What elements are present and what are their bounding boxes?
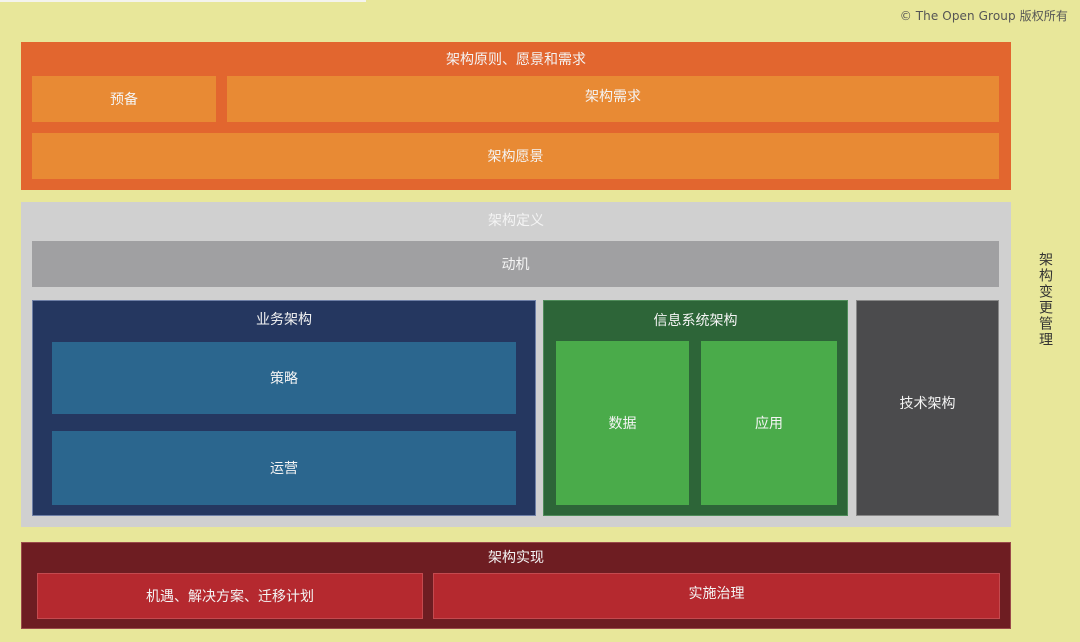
strategy-box[interactable]: 策略 — [52, 342, 516, 414]
section-title-definition: 架构定义 — [488, 213, 544, 229]
information-systems-architecture-box[interactable]: 信息系统架构 数据 应用 — [543, 300, 848, 516]
information-systems-title: 信息系统架构 — [653, 313, 738, 329]
requirements-box[interactable]: 架构需求 — [227, 76, 999, 122]
principles-vision-requirements-section: 架构原则、愿景和需求 预备 架构需求 架构愿景 — [21, 42, 1011, 190]
section-title-realization: 架构实现 — [488, 550, 544, 566]
top-edge-strip — [0, 0, 366, 2]
opportunities-solutions-migration-box[interactable]: 机遇、解决方案、迁移计划 — [37, 573, 423, 619]
vision-box[interactable]: 架构愿景 — [32, 133, 999, 179]
technology-architecture-box[interactable]: 技术架构 — [856, 300, 999, 516]
implementation-governance-box[interactable]: 实施治理 — [433, 573, 1000, 619]
business-architecture-title: 业务架构 — [256, 312, 312, 328]
business-architecture-box[interactable]: 业务架构 策略 运营 — [32, 300, 536, 516]
operations-box[interactable]: 运营 — [52, 431, 516, 505]
architecture-realization-section: 架构实现 机遇、解决方案、迁移计划 实施治理 — [21, 542, 1011, 629]
preliminary-box[interactable]: 预备 — [32, 76, 216, 122]
application-box[interactable]: 应用 — [701, 341, 837, 505]
section-title-principles: 架构原则、愿景和需求 — [446, 52, 586, 68]
architecture-definition-section: 架构定义 动机 业务架构 策略 运营 信息系统架构 数据 应用 技术架构 — [21, 202, 1011, 527]
motivation-box[interactable]: 动机 — [32, 241, 999, 287]
architecture-change-management-label: 架构变更管理 — [1037, 252, 1053, 348]
copyright-notice: © The Open Group 版权所有 — [899, 9, 1068, 23]
data-box[interactable]: 数据 — [556, 341, 689, 505]
